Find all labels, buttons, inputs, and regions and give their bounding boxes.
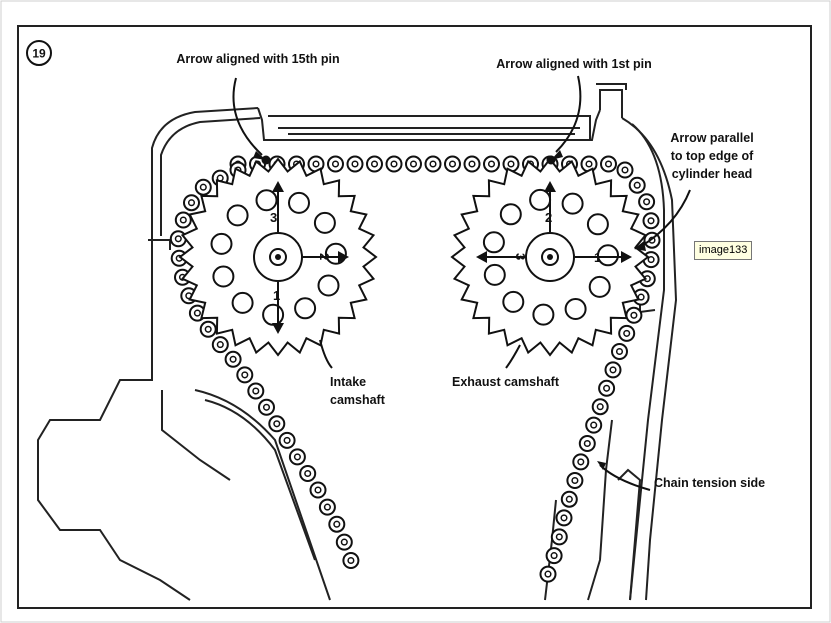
sprocket-hole xyxy=(212,265,235,288)
sprocket-hole xyxy=(597,244,619,267)
sprocket-hole xyxy=(499,203,522,226)
sprocket-hole xyxy=(294,297,317,320)
sprocket-hole xyxy=(231,291,254,314)
sprocket-hole xyxy=(482,231,505,254)
intake-mark-3: 3 xyxy=(270,210,277,225)
figure-border xyxy=(17,25,812,609)
chain-pin xyxy=(596,403,604,411)
chain-pin xyxy=(179,216,187,224)
chain-pin xyxy=(323,503,331,511)
chain-pin xyxy=(199,183,207,191)
chain-pin xyxy=(633,181,641,189)
sprocket-hole xyxy=(564,298,587,320)
figure-number: 19 xyxy=(32,47,46,61)
sprocket-hole xyxy=(588,275,611,298)
sprocket-hole xyxy=(288,191,310,214)
chain-pin xyxy=(241,371,249,379)
sprocket-hole xyxy=(262,303,285,326)
chain-pin xyxy=(555,533,563,541)
sprocket-hole xyxy=(313,211,336,234)
chain-pin xyxy=(283,436,291,444)
chain-pin xyxy=(565,495,573,503)
sprocket-hole xyxy=(255,189,278,212)
label-chain-tension-side: Chain tension side xyxy=(654,476,765,490)
intake-mark-1: 1 xyxy=(273,288,280,303)
exhaust-sprocket: 2 3 1 xyxy=(450,157,650,357)
sprocket-hole xyxy=(483,263,506,286)
chain-pin xyxy=(560,514,568,522)
sprocket-hole xyxy=(502,290,525,313)
label-intake: Intake xyxy=(330,375,366,389)
label-exhaust-camshaft: Exhaust camshaft xyxy=(452,375,560,389)
chain-pin xyxy=(468,160,476,168)
chain-pin xyxy=(637,293,645,301)
chain-pin xyxy=(643,198,651,206)
chain-pin xyxy=(621,166,629,174)
chain-pin xyxy=(304,469,312,478)
chain-pin xyxy=(585,160,593,168)
chain-pin xyxy=(333,520,341,528)
chain-pin xyxy=(571,476,579,485)
sprocket-hole xyxy=(561,192,584,215)
chain-pin xyxy=(193,309,201,317)
label-arrow-parallel-2: to top edge of xyxy=(671,149,754,163)
label-arrow-15th-pin: Arrow aligned with 15th pin xyxy=(176,52,339,66)
chain-pin xyxy=(273,420,281,428)
label-arrow-1st-pin: Arrow aligned with 1st pin xyxy=(496,57,652,71)
chain-pin xyxy=(615,347,624,356)
sprocket-hole xyxy=(529,188,552,211)
chain-pin xyxy=(331,160,340,168)
chain-pin xyxy=(351,160,359,168)
chain-pin xyxy=(623,329,631,337)
chain-pin xyxy=(314,486,322,494)
sprocket-hole xyxy=(317,274,340,297)
exhaust-mark-2: 2 xyxy=(545,210,552,225)
label-arrow-parallel-1: Arrow parallel xyxy=(670,131,753,145)
chain-pin xyxy=(647,256,655,264)
chain-pin xyxy=(252,387,260,395)
sprocket-hole xyxy=(586,213,609,236)
chain-pin xyxy=(487,160,496,168)
figure-number-badge: 19 xyxy=(26,40,52,66)
chain-pin xyxy=(347,556,355,565)
chain-pin xyxy=(544,570,552,578)
chain-pin xyxy=(603,384,611,392)
chain-pin xyxy=(187,199,196,207)
chain-pin xyxy=(340,538,348,546)
intake-mark-2: 2 xyxy=(317,253,332,260)
chain-pin xyxy=(550,552,558,560)
exhaust-mark-1: 1 xyxy=(594,250,601,265)
chain-pin xyxy=(293,453,301,461)
chain-pin xyxy=(409,160,418,168)
exhaust-mark-3: 3 xyxy=(513,253,528,260)
chain-pin xyxy=(429,160,437,168)
chain-pin xyxy=(507,160,515,168)
chain-pin xyxy=(204,325,212,333)
chain-pin xyxy=(577,458,585,466)
chain-pin xyxy=(609,366,617,374)
sprocket-hole xyxy=(210,232,233,255)
sprocket-hole xyxy=(532,303,555,326)
chain-pin xyxy=(262,403,271,411)
chain-pin xyxy=(583,439,591,448)
leader-arrowheads xyxy=(253,150,646,470)
chain-pin xyxy=(216,341,224,349)
chain-pin xyxy=(312,160,320,168)
chain-pin xyxy=(174,235,182,243)
intake-sprocket: 3 1 2 xyxy=(178,157,378,357)
chain-pin xyxy=(590,421,598,429)
chain-pin xyxy=(604,160,613,168)
chain-pin xyxy=(647,217,655,225)
chain-pin xyxy=(630,311,638,319)
chain-pin xyxy=(229,355,237,363)
chain-pin xyxy=(370,160,379,168)
chain-pin xyxy=(448,160,457,168)
label-camshaft: camshaft xyxy=(330,393,386,407)
label-arrow-parallel-3: cylinder head xyxy=(672,167,753,181)
image-tooltip: image133 xyxy=(694,241,753,260)
chain-pin xyxy=(390,160,398,168)
sprocket-hole xyxy=(226,204,249,227)
